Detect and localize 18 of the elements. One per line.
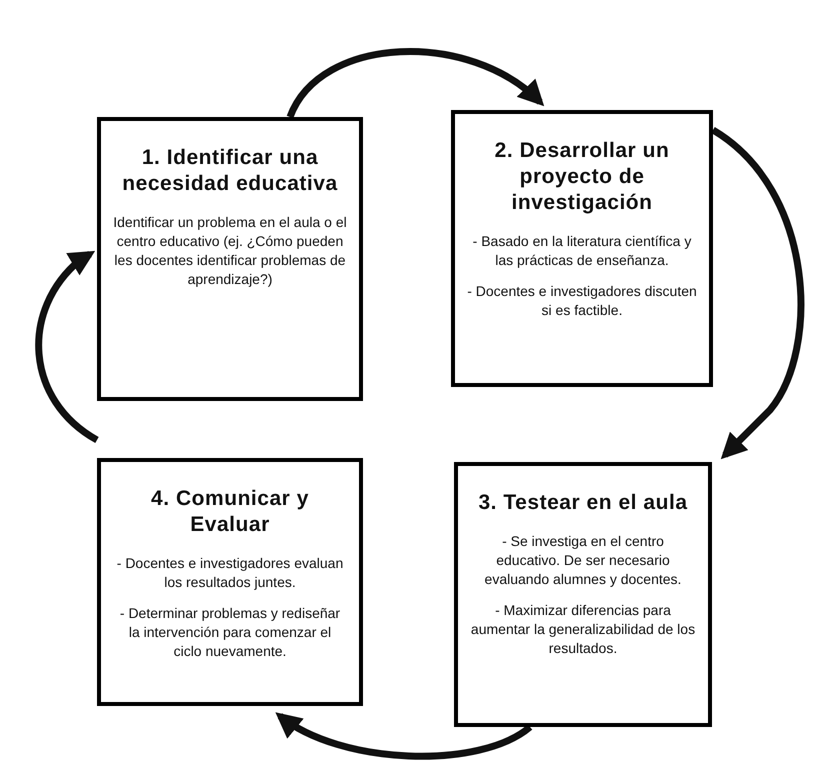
step-description: - Se investiga en el centro educativo. De ser necesario evaluando alumnes y docentes. (484, 532, 682, 589)
curved-arrow (286, 48, 545, 119)
step-box (97, 117, 363, 401)
step-box (454, 462, 712, 727)
step-title: 3. Testear en el aula (478, 490, 688, 516)
step-description: - Basado en la literatura científica y las prácticas de enseñanza. (472, 232, 692, 270)
step-description: - Docentes e investigadores evaluan los resultados juntes. (116, 554, 344, 592)
step-title: 1. Identificar una necesidad educativa (121, 145, 339, 197)
curved-arrow (275, 712, 532, 760)
step-title: 4. Comunicar y Evaluar (150, 486, 310, 538)
step-description: Identificar un problema en el aula o el centro educativo (ej. ¿Cómo pueden les docentes identificar problemas de aprendizaje?) (113, 213, 347, 289)
step-box (451, 110, 713, 387)
step-description: - Determinar problemas y rediseñar la intervención para comenzar el ciclo nuevamente. (118, 604, 342, 661)
step-box (97, 458, 363, 706)
step-description: - Maximizar diferencias para aumentar la generalizabilidad de los resultados. (470, 601, 696, 658)
step-description: - Docentes e investigadores discuten si es factible. (467, 282, 697, 320)
curved-arrow (36, 250, 99, 443)
step-title: 2. Desarrollar un proyecto de investigación (494, 138, 670, 216)
